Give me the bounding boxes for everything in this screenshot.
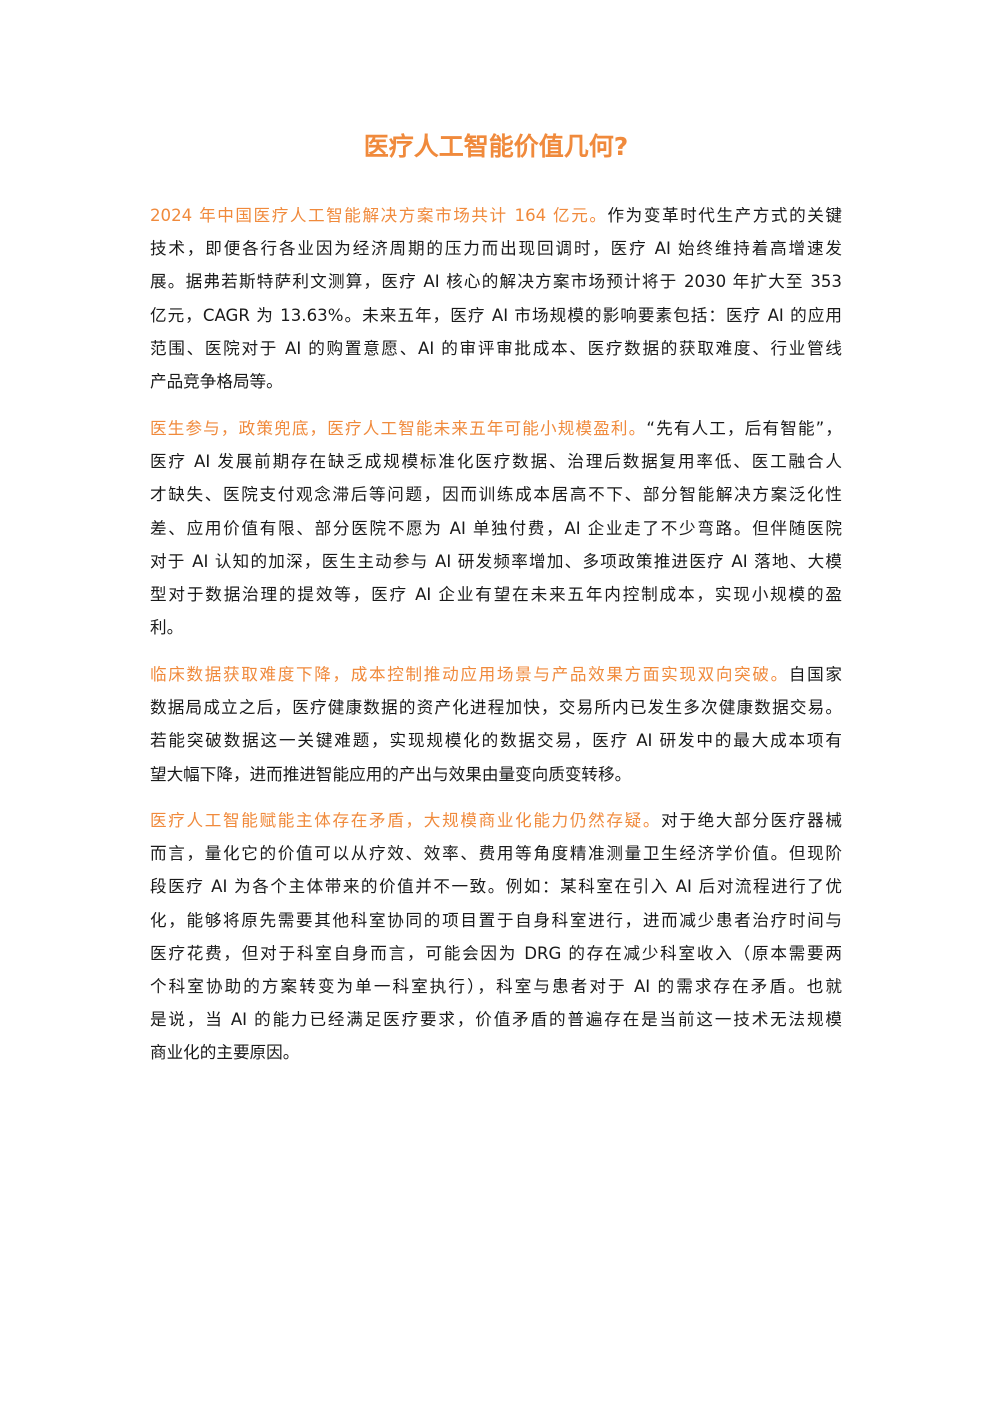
text-line: 医疗人工智能赋能主体存在矛盾，大规模商业化能力仍然存疑。对于绝大部分医疗器械: [150, 804, 842, 837]
body-text: 数据局成立之后，医疗健康数据的资产化进程加快，交易所内已发生多次健康数据交易。: [150, 698, 842, 718]
text-line: 展。据弗若斯特萨利文测算，医疗 AI 核心的解决方案市场预计将于 2030 年扩…: [150, 265, 842, 298]
text-line: 化，能够将原先需要其他科室协同的项目置于自身科室进行，进而减少患者治疗时间与: [150, 904, 842, 937]
body-text: 望大幅下降，进而推进智能应用的产出与效果由量变向质变转移。: [150, 764, 632, 784]
body-text: 而言，量化它的价值可以从疗效、效率、费用等角度精准测量卫生经济学价值。但现阶: [150, 844, 842, 864]
paragraph: 临床数据获取难度下降，成本控制推动应用场景与产品效果方面实现双向突破。自国家数据…: [150, 658, 842, 791]
body-text: 段医疗 AI 为各个主体带来的价值并不一致。例如：某科室在引入 AI 后对流程进…: [150, 877, 842, 897]
highlight-lead: 医疗人工智能赋能主体存在矛盾，大规模商业化能力仍然存疑。: [150, 811, 662, 830]
text-line: 临床数据获取难度下降，成本控制推动应用场景与产品效果方面实现双向突破。自国家: [150, 658, 842, 691]
paragraph: 医疗人工智能赋能主体存在矛盾，大规模商业化能力仍然存疑。对于绝大部分医疗器械而言…: [150, 804, 842, 1070]
text-line: 才缺失、医院支付观念滞后等问题，因而训练成本居高不下、部分智能解决方案泛化性: [150, 478, 842, 511]
text-line: 差、应用价值有限、部分医院不愿为 AI 单独付费，AI 企业走了不少弯路。但伴随…: [150, 512, 842, 545]
text-line: 范围、医院对于 AI 的购置意愿、AI 的审评审批成本、医疗数据的获取难度、行业…: [150, 332, 842, 365]
paragraph: 2024 年中国医疗人工智能解决方案市场共计 164 亿元。作为变革时代生产方式…: [150, 199, 842, 398]
body-text: 展。据弗若斯特萨利文测算，医疗 AI 核心的解决方案市场预计将于 2030 年扩…: [150, 272, 842, 292]
body-text: 对于绝大部分医疗器械: [661, 811, 843, 830]
body-text: 是说，当 AI 的能力已经满足医疗要求，价值矛盾的普遍存在是当前这一技术无法规模: [150, 1010, 842, 1030]
text-line: 型对于数据治理的提效等，医疗 AI 企业有望在未来五年内控制成本，实现小规模的盈: [150, 578, 842, 611]
body-text: 化，能够将原先需要其他科室协同的项目置于自身科室进行，进而减少患者治疗时间与: [150, 910, 842, 930]
text-line: 商业化的主要原因。: [150, 1036, 842, 1069]
text-line: 产品竞争格局等。: [150, 365, 842, 398]
text-line: 医生参与，政策兜底，医疗人工智能未来五年可能小规模盈利。“先有人工，后有智能”，: [150, 412, 842, 445]
text-line: 对于 AI 认知的加深，医生主动参与 AI 研发频率增加、多项政策推进医疗 AI…: [150, 545, 842, 578]
body-text: 作为变革时代生产方式的关键: [607, 206, 842, 225]
body-text: 差、应用价值有限、部分医院不愿为 AI 单独付费，AI 企业走了不少弯路。但伴随…: [150, 518, 842, 538]
body-text: 技术，即便各行各业因为经济周期的压力而出现回调时，医疗 AI 始终维持着高增速发: [150, 239, 842, 259]
page-title: 医疗人工智能价值几何?: [363, 132, 629, 161]
body-text: 医疗花费，但对于科室自身而言，可能会因为 DRG 的存在减少科室收入（原本需要两: [150, 943, 842, 963]
body-text: 商业化的主要原因。: [150, 1043, 300, 1063]
body-text: 利。: [150, 618, 184, 638]
text-line: 而言，量化它的价值可以从疗效、效率、费用等角度精准测量卫生经济学价值。但现阶: [150, 837, 842, 870]
body-text: 范围、医院对于 AI 的购置意愿、AI 的审评审批成本、医疗数据的获取难度、行业…: [150, 338, 842, 358]
highlight-lead: 2024 年中国医疗人工智能解决方案市场共计 164 亿元。: [150, 206, 608, 225]
body-text: “先有人工，后有智能”，: [646, 419, 842, 438]
paragraph: 医生参与，政策兜底，医疗人工智能未来五年可能小规模盈利。“先有人工，后有智能”，…: [150, 412, 842, 644]
body-text: 医疗 AI 发展前期存在缺乏成规模标准化医疗数据、治理后数据复用率低、医工融合人: [150, 452, 842, 472]
text-line: 医疗 AI 发展前期存在缺乏成规模标准化医疗数据、治理后数据复用率低、医工融合人: [150, 445, 842, 478]
text-line: 医疗花费，但对于科室自身而言，可能会因为 DRG 的存在减少科室收入（原本需要两: [150, 937, 842, 970]
text-line: 利。: [150, 611, 842, 644]
body-text: 自国家: [788, 665, 843, 684]
body-text: 若能突破数据这一关键难题，实现规模化的数据交易，医疗 AI 研发中的最大成本项有: [150, 731, 842, 751]
text-line: 个科室协助的方案转变为单一科室执行），科室与患者对于 AI 的需求存在矛盾。也就: [150, 970, 842, 1003]
text-line: 是说，当 AI 的能力已经满足医疗要求，价值矛盾的普遍存在是当前这一技术无法规模: [150, 1003, 842, 1036]
text-line: 望大幅下降，进而推进智能应用的产出与效果由量变向质变转移。: [150, 758, 842, 791]
text-line: 2024 年中国医疗人工智能解决方案市场共计 164 亿元。作为变革时代生产方式…: [150, 199, 842, 232]
body-text: 产品竞争格局等。: [150, 371, 283, 391]
text-line: 段医疗 AI 为各个主体带来的价值并不一致。例如：某科室在引入 AI 后对流程进…: [150, 870, 842, 903]
body-text: 亿元，CAGR 为 13.63%。未来五年，医疗 AI 市场规模的影响要素包括：…: [150, 305, 842, 325]
text-line: 亿元，CAGR 为 13.63%。未来五年，医疗 AI 市场规模的影响要素包括：…: [150, 299, 842, 332]
text-line: 技术，即便各行各业因为经济周期的压力而出现回调时，医疗 AI 始终维持着高增速发: [150, 232, 842, 265]
highlight-lead: 医生参与，政策兜底，医疗人工智能未来五年可能小规模盈利。: [150, 419, 647, 438]
body-text: 对于 AI 认知的加深，医生主动参与 AI 研发频率增加、多项政策推进医疗 AI…: [150, 551, 842, 571]
body-text: 个科室协助的方案转变为单一科室执行），科室与患者对于 AI 的需求存在矛盾。也就: [150, 976, 842, 996]
body-text: 才缺失、医院支付观念滞后等问题，因而训练成本居高不下、部分智能解决方案泛化性: [150, 485, 842, 505]
body-text: 型对于数据治理的提效等，医疗 AI 企业有望在未来五年内控制成本，实现小规模的盈: [150, 584, 842, 604]
text-line: 若能突破数据这一关键难题，实现规模化的数据交易，医疗 AI 研发中的最大成本项有: [150, 724, 842, 757]
highlight-lead: 临床数据获取难度下降，成本控制推动应用场景与产品效果方面实现双向突破。: [150, 665, 789, 684]
text-line: 数据局成立之后，医疗健康数据的资产化进程加快，交易所内已发生多次健康数据交易。: [150, 691, 842, 724]
